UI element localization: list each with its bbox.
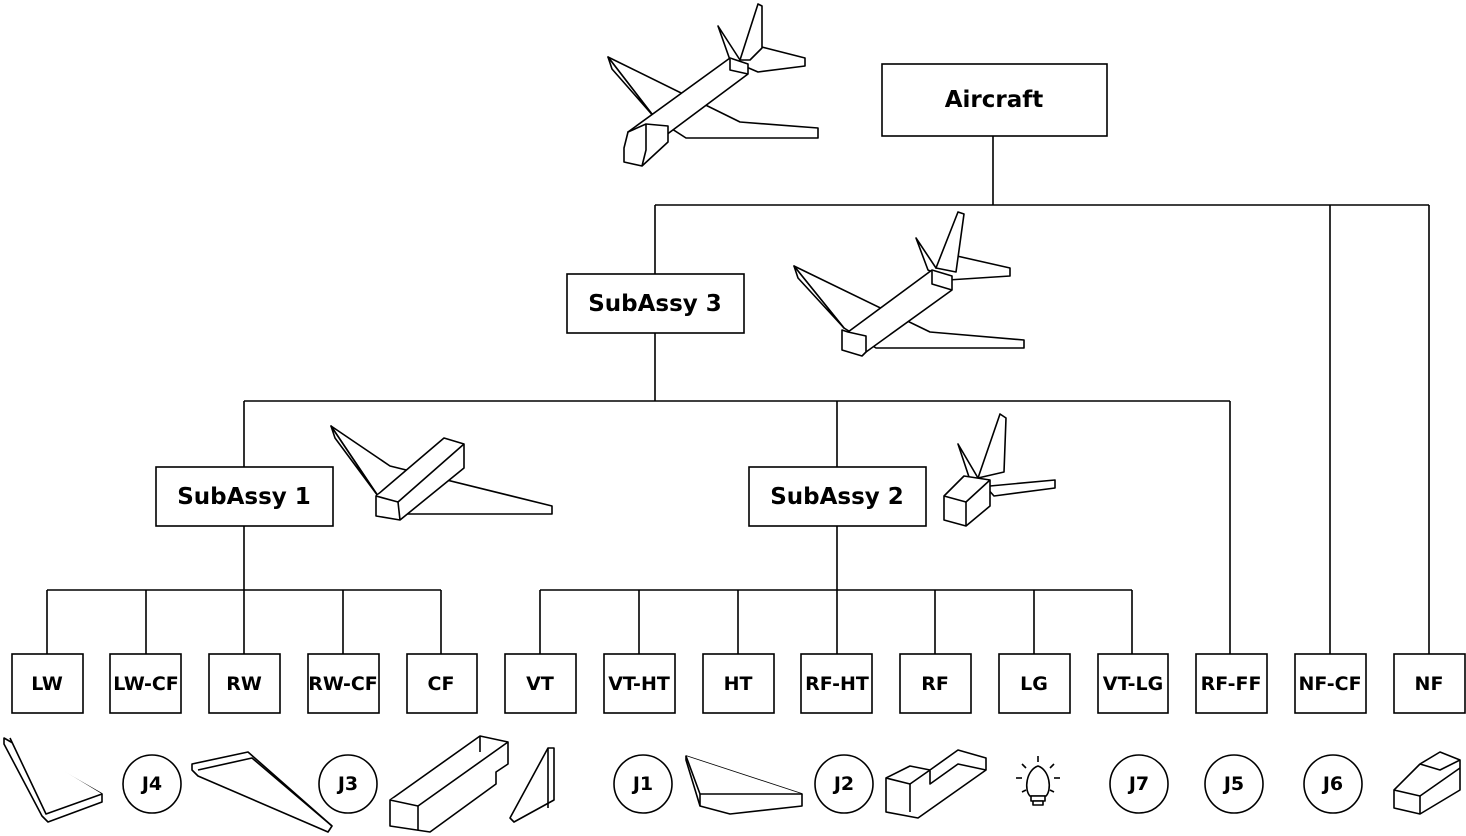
part-cf-node[interactable]: CF <box>406 653 478 714</box>
joint-j4[interactable]: J4 <box>122 754 182 814</box>
tree-connectors <box>46 136 1430 654</box>
nose-fuselage-part-icon <box>1393 751 1461 815</box>
part-lg-node[interactable]: LG <box>998 653 1071 714</box>
left-wing-part-icon <box>3 737 103 823</box>
part-rf-label: RF <box>921 673 949 695</box>
part-rf-ht-label: RF-HT <box>805 673 869 695</box>
part-rw-cf-node[interactable]: RW-CF <box>307 653 380 714</box>
part-vt-ht-node[interactable]: VT-HT <box>603 653 676 714</box>
subassy1-label: SubAssy 1 <box>177 484 311 510</box>
part-cf-label: CF <box>428 673 455 695</box>
part-rw-node[interactable]: RW <box>208 653 281 714</box>
part-nf-cf-label: NF-CF <box>1298 673 1361 695</box>
joint-j3-label: J3 <box>336 773 358 795</box>
joint-j4-label: J4 <box>140 773 162 795</box>
part-vt-label: VT <box>526 673 554 695</box>
right-wing-part-icon <box>191 751 333 833</box>
subassy2-label: SubAssy 2 <box>770 484 904 510</box>
aircraft-node[interactable]: Aircraft <box>881 63 1108 137</box>
part-lg-label: LG <box>1020 673 1048 695</box>
part-rw-label: RW <box>226 673 262 695</box>
subassy3-label: SubAssy 3 <box>588 291 722 317</box>
part-vt-ht-label: VT-HT <box>608 673 670 695</box>
joint-j7[interactable]: J7 <box>1109 754 1169 814</box>
joint-j7-label: J7 <box>1127 773 1149 795</box>
part-lw-label: LW <box>31 673 63 695</box>
aircraft-icon <box>607 3 819 167</box>
part-rf-ff-node[interactable]: RF-FF <box>1195 653 1268 714</box>
joint-j1-label: J1 <box>631 773 653 795</box>
part-nf-label: NF <box>1415 673 1444 695</box>
part-ht-node[interactable]: HT <box>702 653 775 714</box>
part-rw-cf-label: RW-CF <box>308 673 378 695</box>
horizontal-tail-part-icon <box>685 755 803 815</box>
joint-j2[interactable]: J2 <box>814 754 874 814</box>
subassy2-node[interactable]: SubAssy 2 <box>748 466 927 527</box>
joint-j5-label: J5 <box>1222 773 1244 795</box>
aircraft-assembly-icon <box>793 211 1025 357</box>
part-lw-cf-node[interactable]: LW-CF <box>109 653 182 714</box>
part-lw-cf-label: LW-CF <box>113 673 179 695</box>
joint-j5[interactable]: J5 <box>1204 754 1264 814</box>
part-lw-node[interactable]: LW <box>11 653 84 714</box>
vertical-tail-part-icon <box>509 747 555 823</box>
center-fuselage-part-icon <box>389 735 509 833</box>
part-rf-node[interactable]: RF <box>899 653 972 714</box>
part-rf-ff-label: RF-FF <box>1201 673 1262 695</box>
joint-j2-label: J2 <box>832 773 854 795</box>
subassy3-node[interactable]: SubAssy 3 <box>566 273 745 334</box>
part-nf-node[interactable]: NF <box>1393 653 1466 714</box>
joint-j3[interactable]: J3 <box>318 754 378 814</box>
wing-assembly-icon <box>330 425 553 521</box>
part-ht-label: HT <box>724 673 753 695</box>
joint-j6-label: J6 <box>1321 773 1343 795</box>
part-rf-ht-node[interactable]: RF-HT <box>800 653 873 714</box>
joint-j1[interactable]: J1 <box>613 754 673 814</box>
part-nf-cf-node[interactable]: NF-CF <box>1294 653 1367 714</box>
part-vt-lg-label: VT-LG <box>1103 673 1163 695</box>
part-vt-lg-node[interactable]: VT-LG <box>1097 653 1169 714</box>
aircraft-label: Aircraft <box>945 87 1044 113</box>
part-vt-node[interactable]: VT <box>504 653 577 714</box>
rear-fuselage-part-icon <box>885 749 987 819</box>
joint-j6[interactable]: J6 <box>1303 754 1363 814</box>
lightbulb-icon <box>1016 756 1060 806</box>
subassy1-node[interactable]: SubAssy 1 <box>155 466 334 527</box>
tail-assembly-icon <box>943 413 1056 527</box>
